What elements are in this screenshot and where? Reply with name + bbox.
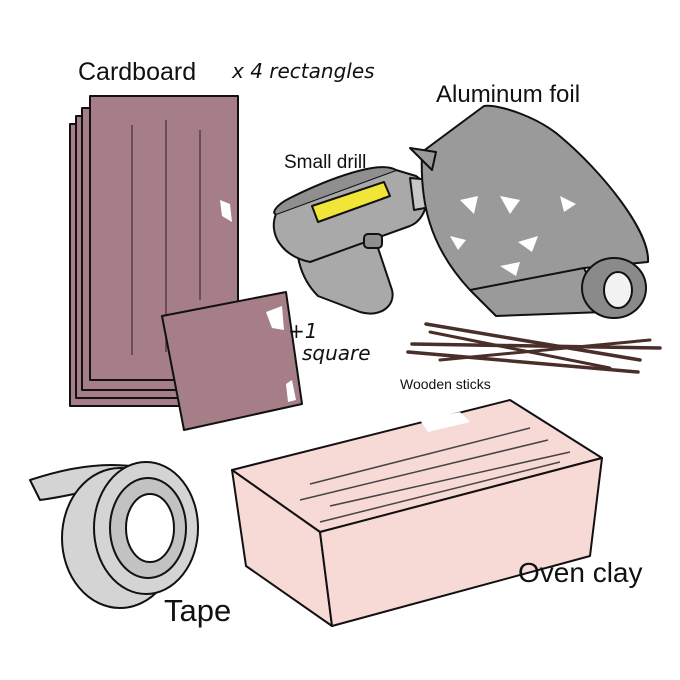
wooden-sticks-icon xyxy=(406,322,662,374)
wooden-sticks-label: Wooden sticks xyxy=(400,376,491,392)
cardboard-stack-icon xyxy=(69,95,239,407)
cardboard-square-icon xyxy=(161,291,303,431)
oven-clay-icon xyxy=(231,399,603,627)
tape-label: Tape xyxy=(164,593,231,628)
foil-roll-icon xyxy=(409,104,650,319)
cardboard-label: Cardboard xyxy=(78,58,196,86)
tape-roll-icon xyxy=(29,461,199,609)
small-drill-label: Small drill xyxy=(284,152,366,173)
plus-one-note: +1 xyxy=(288,319,317,343)
oven-clay-label: Oven clay xyxy=(518,557,643,588)
rectangles-note: x 4 rectangles xyxy=(231,59,375,83)
aluminum-foil-label: Aluminum foil xyxy=(436,81,580,108)
square-note: square xyxy=(302,341,371,365)
